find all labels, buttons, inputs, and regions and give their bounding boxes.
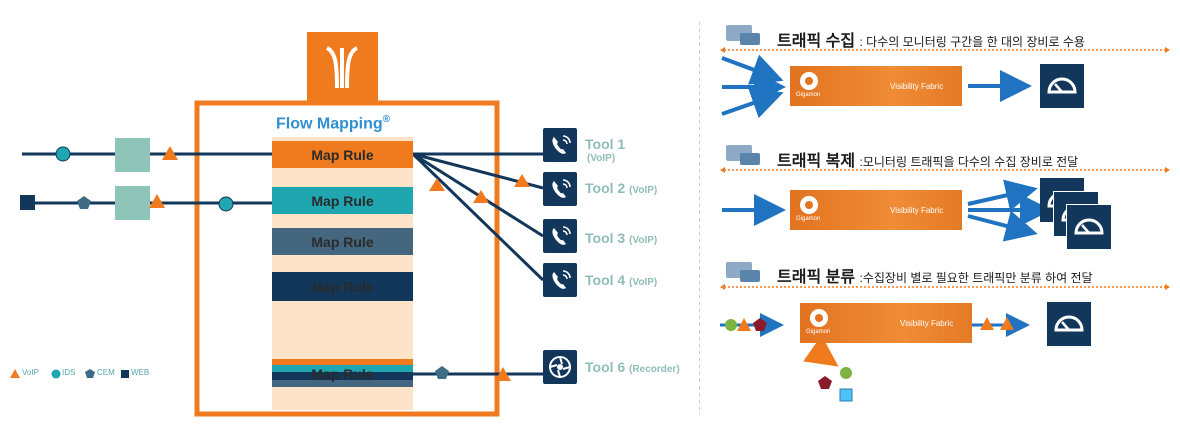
- phone-icon: [543, 219, 577, 253]
- section-icon: [726, 262, 760, 282]
- voip-marker: [162, 146, 178, 160]
- voip-marker: [495, 367, 511, 381]
- recorder-icon: [543, 350, 577, 384]
- phone-icon: [543, 172, 577, 206]
- replicate-desc: :모니터링 트래픽을 다수의 수집 장비로 전달: [859, 155, 1079, 169]
- tool4-name: Tool 4: [585, 272, 626, 288]
- collect-title: 트래픽 수집: [777, 33, 856, 50]
- voip-marker: [1000, 317, 1014, 330]
- arrow-out-1: [967, 179, 1038, 211]
- legend-web: WEB: [131, 368, 150, 377]
- voip-marker: [149, 194, 165, 208]
- cem-marker: [753, 318, 767, 331]
- registered-mark: ®: [382, 114, 391, 125]
- visibility-fabric-box-3: Gigamon Visibility Fabric: [800, 303, 972, 343]
- arrow-in-1: [721, 54, 784, 85]
- ids-marker: [218, 196, 234, 212]
- cem-marker: [77, 196, 91, 209]
- analyzer-gauge-icon: [1040, 64, 1084, 108]
- voip-marker: [514, 174, 530, 187]
- tool1-name: Tool 1: [585, 136, 626, 152]
- classify-title: 트래픽 분류: [777, 269, 856, 286]
- gigamon-logo-icon: [800, 72, 818, 90]
- ids-marker: [840, 367, 852, 379]
- fabric-label: Visibility Fabric: [890, 206, 944, 215]
- legend-ids: IDS: [62, 368, 76, 377]
- fabric-label: Visibility Fabric: [890, 82, 944, 91]
- visibility-fabric-box-2: Gigamon Visibility Fabric: [790, 190, 962, 230]
- map-rule-4: Map Rule: [272, 272, 413, 301]
- tap-box-1: [115, 138, 150, 172]
- map-rule-5-bands: [272, 359, 413, 387]
- legend-voip-icon: [10, 369, 20, 378]
- voip-marker: [737, 318, 751, 331]
- legend-web-icon: [121, 370, 129, 378]
- phone-icon: [543, 128, 577, 162]
- tool3-name: Tool 3: [585, 230, 626, 246]
- legend-cem-icon: [85, 369, 95, 378]
- map-rule-3: Map Rule: [272, 228, 413, 255]
- tool4-label: Tool 4 (VoIP): [585, 272, 657, 288]
- ids-marker: [725, 319, 737, 331]
- tool2-name: Tool 2: [585, 180, 626, 196]
- gigamon-logo-icon: [810, 309, 828, 327]
- tool6-name: Tool 6: [585, 359, 626, 375]
- tool1-label: Tool 1: [585, 136, 625, 152]
- arrow-out-3: [967, 210, 1038, 242]
- voip-marker: [429, 178, 445, 191]
- tap-box-2: [115, 186, 150, 220]
- collect-desc: : 다수의 모니터링 구간을 한 대의 장비로 수용: [859, 35, 1085, 49]
- arrow-in-3: [721, 87, 784, 119]
- map-rule-2: Map Rule: [272, 187, 413, 214]
- legend-voip: VoIP: [22, 368, 39, 377]
- fabric-label: Visibility Fabric: [900, 319, 954, 328]
- visibility-fabric-box-1: Gigamon Visibility Fabric: [790, 66, 962, 106]
- tool2-label: Tool 2 (VoIP): [585, 180, 657, 196]
- flow-mapping-text: Flow Mapping: [276, 115, 383, 133]
- section-classify-title: 트래픽 분류 :수집장비 별로 필요한 트래픽만 분류 하여 전달: [777, 263, 1093, 287]
- voip-marker: [473, 190, 489, 203]
- web-marker: [20, 195, 35, 210]
- map-rule-1: Map Rule: [272, 141, 413, 168]
- tool3-sub: (VoIP): [629, 235, 658, 246]
- cem-marker: [818, 376, 832, 389]
- section-icon: [726, 25, 760, 45]
- tool3-label: Tool 3 (VoIP): [585, 230, 657, 246]
- fabric-brand: Gigamon: [796, 216, 821, 222]
- voip-marker: [980, 317, 994, 330]
- cem-marker: [435, 366, 449, 379]
- classify-desc: :수집장비 별로 필요한 트래픽만 분류 하여 전달: [859, 271, 1093, 285]
- ids-marker: [55, 146, 71, 162]
- legend-ids-icon: [51, 369, 61, 379]
- flow-mapping-title: Flow Mapping®: [276, 114, 390, 133]
- map-rule-5: Map Rule: [311, 365, 374, 382]
- gigamon-logo-icon: [325, 46, 359, 89]
- replicate-title: 트래픽 복제: [777, 153, 856, 170]
- tool1-sub: (VoIP): [587, 153, 616, 164]
- web-marker: [839, 388, 853, 402]
- tool6-label: Tool 6 (Recorder): [585, 359, 680, 375]
- traffic-functions-panel: [720, 25, 1170, 402]
- gigamon-logo-icon: [800, 196, 818, 214]
- fabric-brand: Gigamon: [796, 92, 821, 98]
- section-icon: [726, 145, 760, 165]
- tool2-sub: (VoIP): [629, 185, 658, 196]
- analyzer-gauge-icon: [1066, 204, 1112, 250]
- phone-icon: [543, 263, 577, 297]
- section-replicate-title: 트래픽 복제 :모니터링 트래픽을 다수의 수집 장비로 전달: [777, 147, 1078, 171]
- out-line-tool4: [411, 152, 545, 282]
- tool4-sub: (VoIP): [629, 277, 658, 288]
- legend-cem: CEM: [97, 368, 115, 377]
- tool6-sub: (Recorder): [629, 364, 680, 375]
- section-collect-title: 트래픽 수집 : 다수의 모니터링 구간을 한 대의 장비로 수용: [777, 27, 1085, 51]
- analyzer-gauge-icon: [1047, 302, 1091, 346]
- fabric-brand: Gigamon: [806, 329, 831, 335]
